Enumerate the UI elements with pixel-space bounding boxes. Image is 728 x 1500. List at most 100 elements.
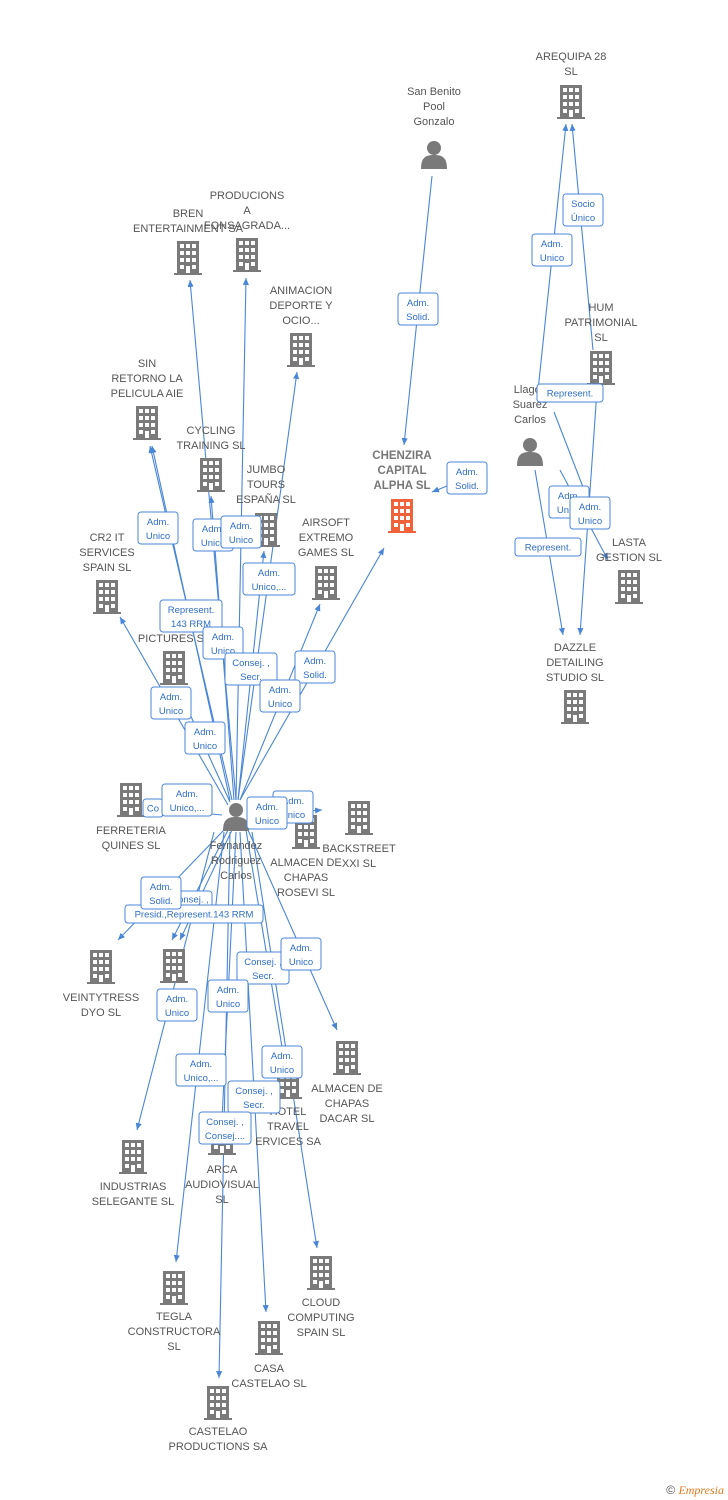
role-badge-text: Unico	[540, 253, 564, 264]
role-badge[interactable]: Adm.Unico,...	[175, 1053, 227, 1087]
role-badge-text: Adm.	[202, 524, 224, 535]
role-badge[interactable]: Adm.Solid.	[140, 876, 182, 910]
role-badge-text: Adm.	[269, 685, 291, 696]
node-label-line: STUDIO SL	[546, 672, 604, 684]
role-badge[interactable]: Adm. Unico,...	[161, 783, 213, 817]
node-label-line: CHENZIRA	[372, 450, 431, 462]
building-icon	[312, 566, 340, 600]
role-badge[interactable]: Adm.Unico	[156, 988, 198, 1022]
role-badge[interactable]: Adm.Unico	[137, 511, 179, 545]
role-badge-text: Unico,...	[184, 1073, 219, 1084]
node-label-line: ALPHA SL	[373, 480, 430, 492]
node-label-line: San Benito	[407, 86, 461, 98]
building-icon	[233, 238, 261, 272]
node-label-line: SL	[594, 332, 607, 344]
role-badge-text: Represent.	[525, 543, 571, 554]
role-badge-text: Adm.	[176, 789, 198, 800]
node-label-line: BACKSTREET	[322, 843, 396, 855]
node-label-line: ENTERTAINMENT SA	[133, 223, 244, 235]
role-badge[interactable]: Consej. ,Secr.	[236, 951, 290, 985]
role-badge[interactable]: Adm.Unico	[569, 496, 611, 530]
role-badge-text: Unico	[193, 741, 217, 752]
role-badge[interactable]: Adm.Solid.	[397, 292, 439, 326]
role-badge-text: Solid.	[149, 896, 173, 907]
role-badge[interactable]: Adm.Solid.	[294, 650, 336, 684]
role-badge[interactable]: Adm.Unico,...	[242, 562, 296, 596]
role-badge[interactable]: Adm.Unico	[531, 233, 573, 267]
role-badge[interactable]: Adm.Unico	[259, 679, 301, 713]
role-badge-text: Adm.	[558, 491, 580, 502]
role-badge-text: Único	[571, 213, 595, 224]
role-badge[interactable]: Adm.Unico	[280, 937, 322, 971]
brand-logo[interactable]: Empresia	[678, 1483, 724, 1497]
role-badge[interactable]: Adm.Unico	[184, 721, 226, 755]
role-badge[interactable]: Consej. ,Consej....	[198, 1111, 252, 1145]
node-producions[interactable]: PRODUCIONSAFONSAGRADA...	[204, 190, 290, 272]
role-badge-text: Unico	[289, 957, 313, 968]
role-badge[interactable]: Adm.Solid.	[446, 461, 488, 495]
role-badge-text: Secr.	[243, 1100, 265, 1111]
role-badge-text: Adm.	[256, 802, 278, 813]
role-badge-box	[531, 233, 573, 267]
role-badge[interactable]: Adm.Unico	[207, 979, 249, 1013]
role-badge[interactable]: Consej. ,Secr.	[224, 652, 278, 686]
role-badge-text: Adm.	[217, 985, 239, 996]
role-badge-text: Adm.	[282, 796, 304, 807]
building-icon	[204, 1386, 232, 1420]
role-badge-text: Unico,...	[170, 803, 205, 814]
node-label-line: TEGLA	[156, 1311, 193, 1323]
building-icon	[93, 580, 121, 614]
building-icon	[287, 333, 315, 367]
node-label-line: SELEGANTE SL	[92, 1196, 175, 1208]
role-badge[interactable]: Adm.Unico	[246, 796, 288, 830]
role-badge[interactable]: Represent.143 RRM	[159, 599, 223, 633]
node-label-line: TOURS	[247, 479, 285, 491]
role-badge[interactable]: Represent.	[514, 537, 582, 557]
role-badge-text: Co	[147, 804, 159, 815]
building-icon	[119, 1140, 147, 1174]
role-badge-box	[242, 562, 296, 596]
role-badge[interactable]: Co	[142, 798, 164, 818]
building-icon	[160, 1271, 188, 1305]
role-badge[interactable]: Adm.Unico	[202, 626, 244, 660]
role-badge[interactable]: Adm.Unico	[261, 1045, 303, 1079]
role-badge[interactable]: Represent.	[536, 383, 604, 403]
role-badge-box	[446, 461, 488, 495]
role-badge-box	[175, 1053, 227, 1087]
role-badge[interactable]: Adm.Unico	[220, 515, 262, 549]
node-label-line: GESTION SL	[596, 552, 662, 564]
node-label-line: CASA	[254, 1363, 285, 1375]
person-icon	[421, 141, 447, 169]
role-badge[interactable]: Adm.Unico	[150, 686, 192, 720]
role-badge-text: Unico	[165, 1008, 189, 1019]
role-badge[interactable]: Consej. ,Secr.	[227, 1080, 281, 1114]
